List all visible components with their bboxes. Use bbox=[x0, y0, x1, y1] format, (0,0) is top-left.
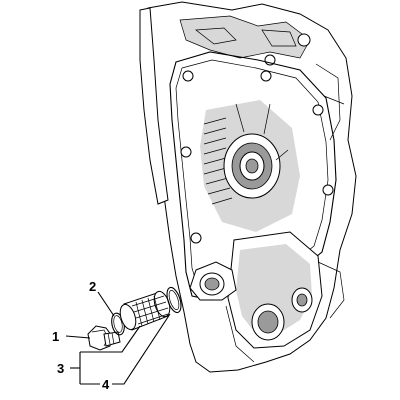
leader-lines bbox=[65, 291, 171, 385]
filter-o-ring bbox=[166, 286, 182, 314]
callout-label-4: 4 bbox=[102, 377, 110, 392]
engine-crankcase bbox=[139, 1, 357, 373]
callout-label-2: 2 bbox=[89, 279, 96, 294]
drain-plug-part-1 bbox=[87, 325, 121, 351]
callout-label-1: 1 bbox=[52, 329, 59, 344]
cooling-ribs bbox=[203, 117, 233, 205]
callout-label-3: 3 bbox=[57, 361, 64, 376]
oil-filter-screen-part-4 bbox=[119, 290, 171, 331]
